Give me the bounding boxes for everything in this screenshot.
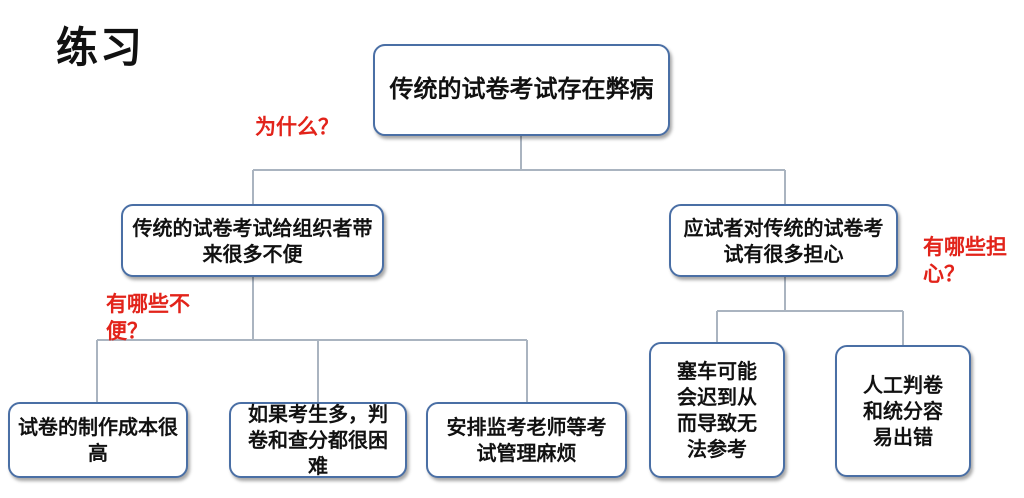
slide-title: 练习 xyxy=(56,23,145,72)
right-question: 有哪些担心？ xyxy=(923,235,1007,287)
right-child-2-text: 人工判卷和统分容易出错 xyxy=(863,373,943,449)
root-node-text: 传统的试卷考试存在弊病 xyxy=(389,75,654,104)
right-child-2: 人工判卷和统分容易出错 xyxy=(835,345,971,477)
right-child-1: 塞车可能会迟到从而导致无法参考 xyxy=(649,342,785,478)
left-child-2-text: 如果考生多，判卷和查分都很困难 xyxy=(248,402,388,478)
left-child-2: 如果考生多，判卷和查分都很困难 xyxy=(229,402,407,478)
left-question: 有哪些不便？ xyxy=(106,292,190,344)
left-child-3: 安排监考老师等考试管理麻烦 xyxy=(426,402,627,478)
left-child-1: 试卷的制作成本很高 xyxy=(8,402,188,478)
left-branch-text: 传统的试卷考试给组织者带来很多不便 xyxy=(132,215,373,266)
root-node: 传统的试卷考试存在弊病 xyxy=(373,44,670,136)
right-branch-text: 应试者对传统的试卷考试有很多担心 xyxy=(683,215,884,266)
left-child-3-text: 安排监考老师等考试管理麻烦 xyxy=(446,415,607,465)
right-child-1-text: 塞车可能会迟到从而导致无法参考 xyxy=(677,359,757,461)
question-why: 为什么？ xyxy=(255,115,339,139)
right-branch-node: 应试者对传统的试卷考试有很多担心 xyxy=(669,204,898,277)
left-branch-node: 传统的试卷考试给组织者带来很多不便 xyxy=(121,204,384,277)
left-child-1-text: 试卷的制作成本很高 xyxy=(18,415,178,465)
